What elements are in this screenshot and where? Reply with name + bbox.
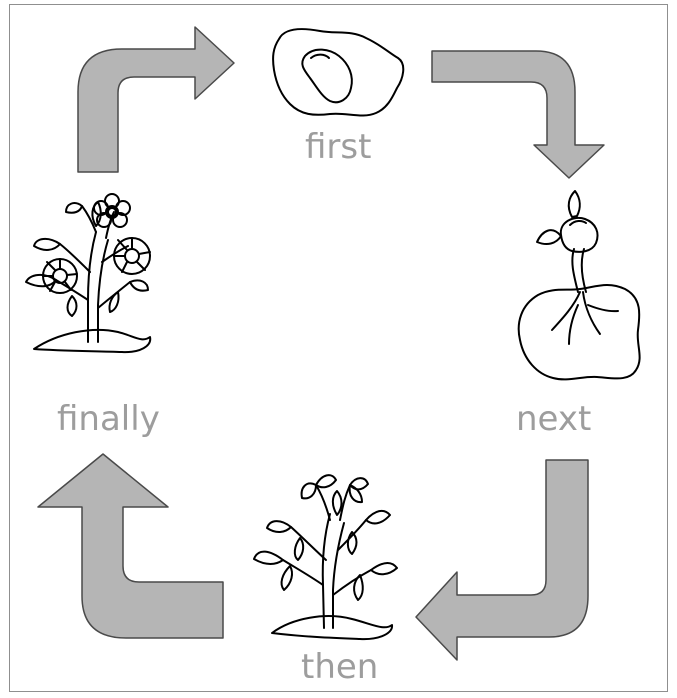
sprout-icon bbox=[517, 190, 641, 381]
stage-label-then: then bbox=[301, 647, 379, 687]
stage-label-first: first bbox=[305, 127, 372, 167]
arrow-first-to-next bbox=[431, 50, 605, 179]
stage-label-finally: finally bbox=[57, 399, 160, 439]
young-plant-icon bbox=[253, 474, 398, 641]
seed-icon bbox=[272, 28, 405, 117]
stage-label-next: next bbox=[516, 399, 592, 439]
arrow-then-to-finally bbox=[37, 453, 224, 639]
arrow-next-to-then bbox=[415, 459, 589, 661]
arrow-finally-to-first bbox=[77, 26, 235, 173]
flowering-plant-icon bbox=[25, 193, 152, 354]
